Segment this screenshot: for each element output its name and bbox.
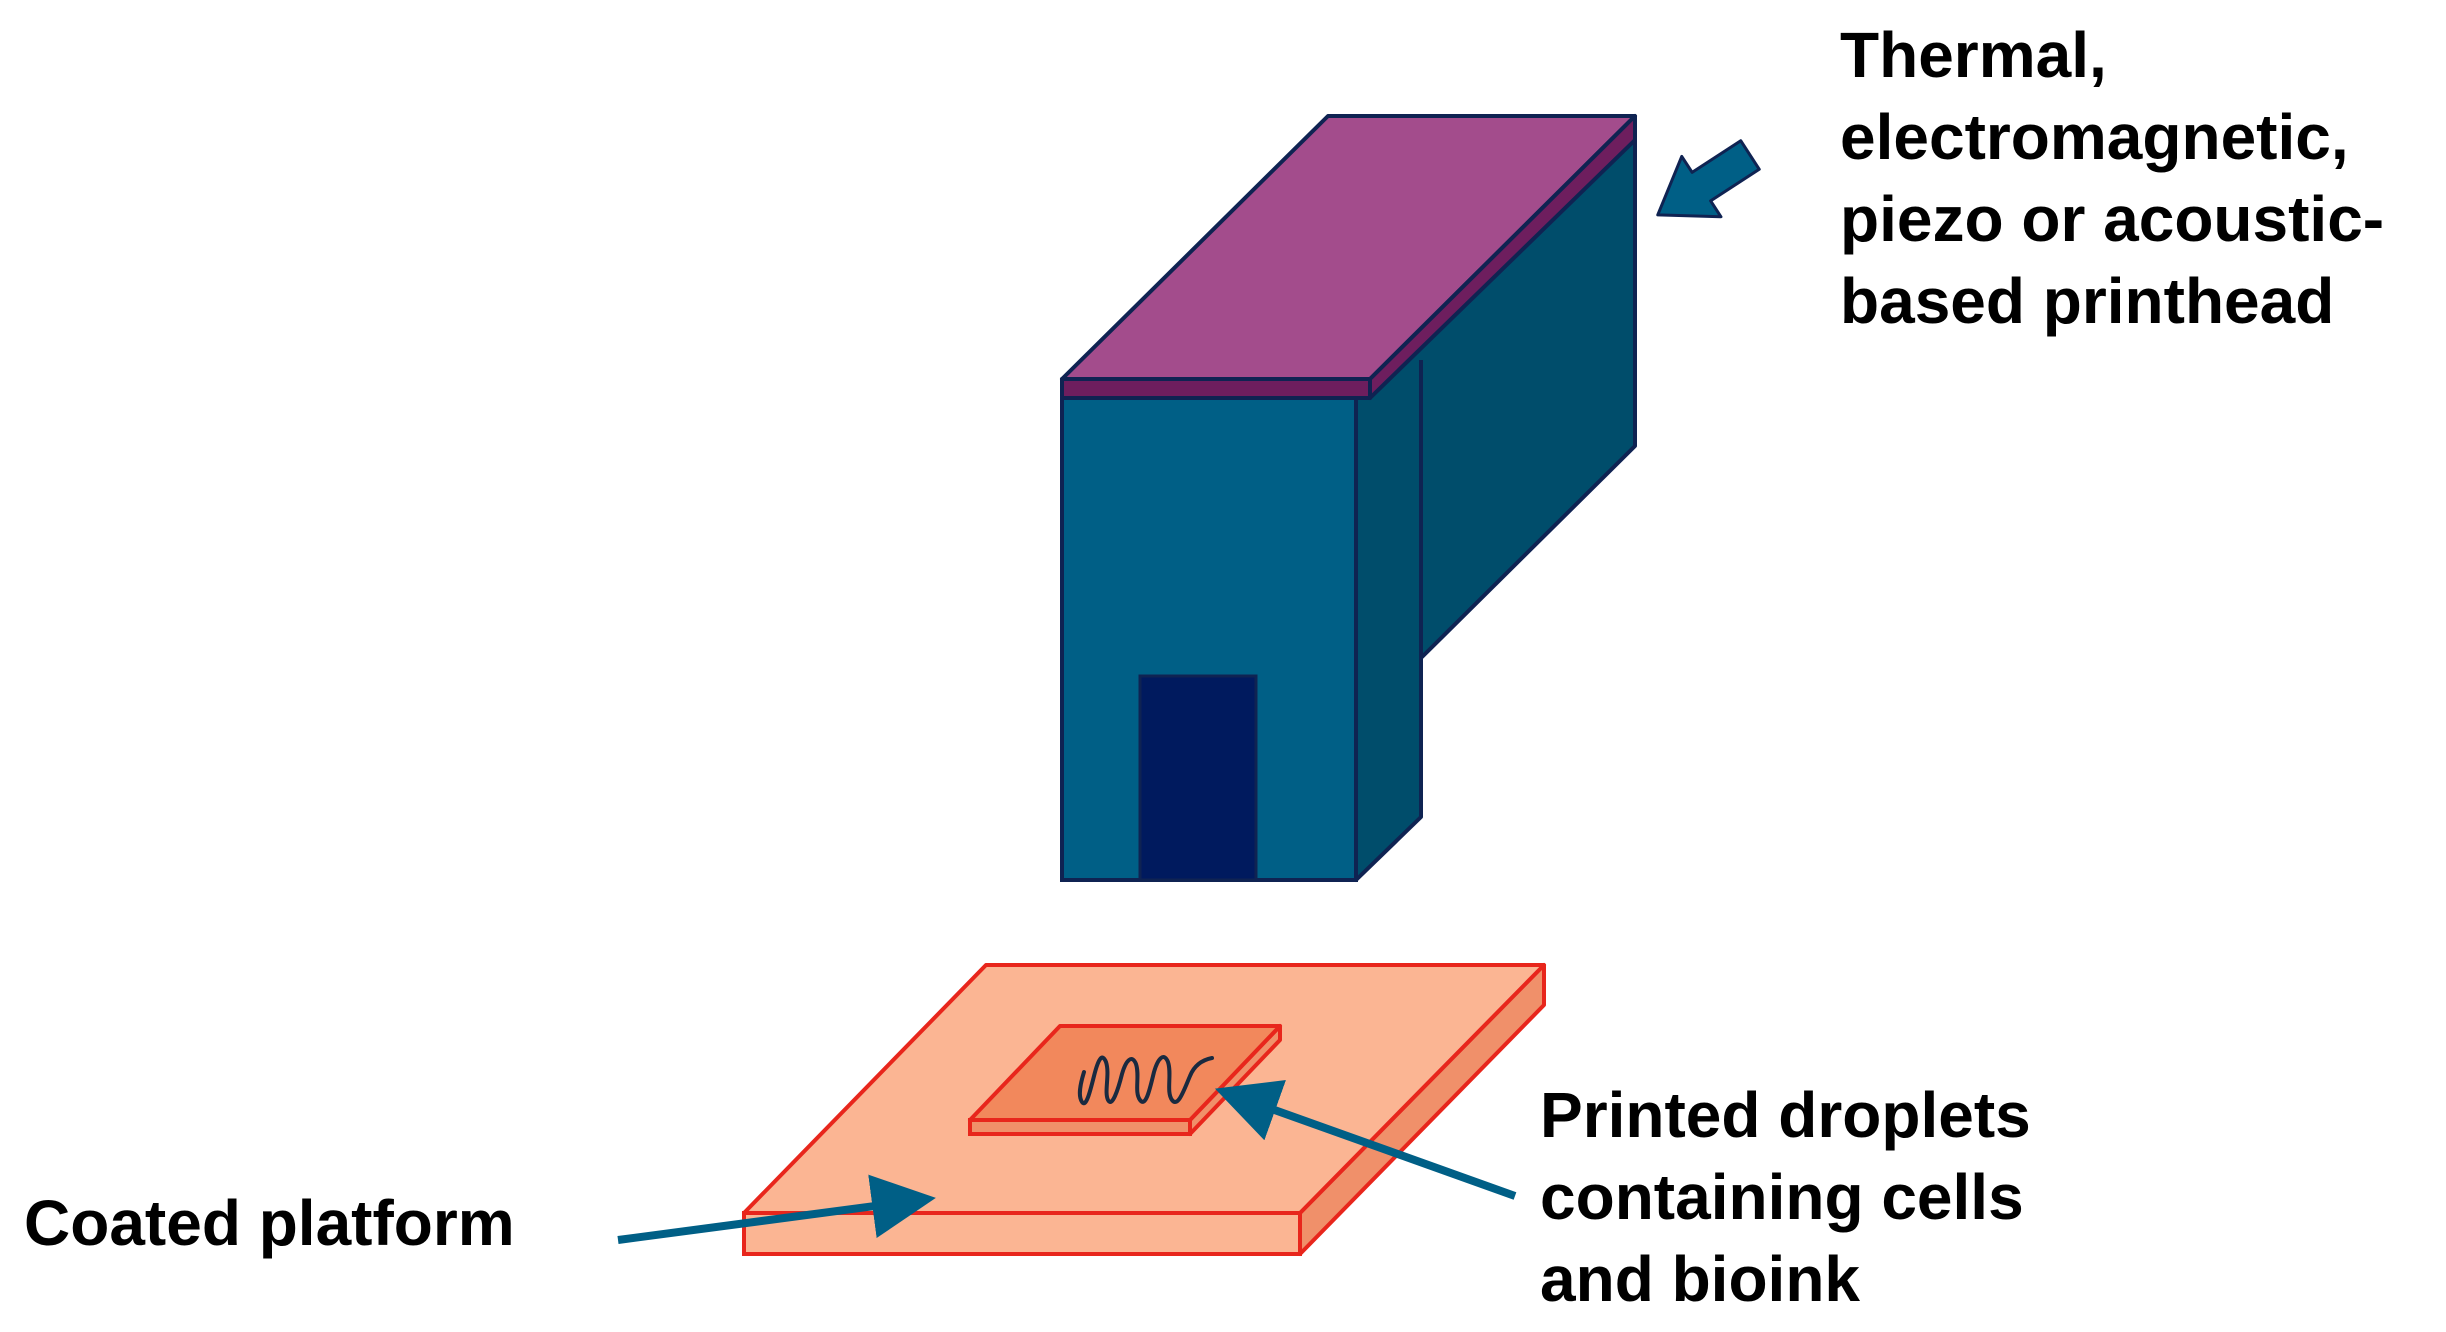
printhead-nozzle: [1138, 674, 1258, 882]
sample-top-face: [968, 1024, 1282, 1122]
printhead-top-edge-front: [1060, 377, 1372, 400]
printhead-label-line: Thermal,: [1840, 19, 2107, 91]
droplets-label-line: containing cells: [1540, 1161, 2024, 1233]
platform-arrow: [617, 1174, 936, 1244]
platform-label: Coated platform: [24, 1182, 515, 1264]
printhead-label-line: electromagnetic,: [1840, 101, 2349, 173]
arrows: [617, 139, 1761, 1244]
platform-label-line: Coated platform: [24, 1187, 515, 1259]
platform-front-face: [742, 1211, 1302, 1256]
sample-front-face: [968, 1118, 1192, 1136]
printed-droplet-strands: [1077, 1055, 1214, 1106]
droplets-label-line: Printed droplets: [1540, 1079, 2031, 1151]
droplets-label: Printed droplets containing cells and bi…: [1540, 1074, 2031, 1320]
printhead: [1060, 114, 1637, 882]
printhead-label-line: based printhead: [1840, 265, 2335, 337]
printhead-top-edge-side: [1368, 114, 1637, 400]
printhead-arrow: [1656, 139, 1761, 219]
printhead-label-line: piezo or acoustic-: [1840, 183, 2385, 255]
printhead-label: Thermal, electromagnetic, piezo or acous…: [1840, 14, 2384, 342]
droplets-label-line: and bioink: [1540, 1243, 1860, 1315]
droplets-arrow: [1214, 1080, 1517, 1200]
